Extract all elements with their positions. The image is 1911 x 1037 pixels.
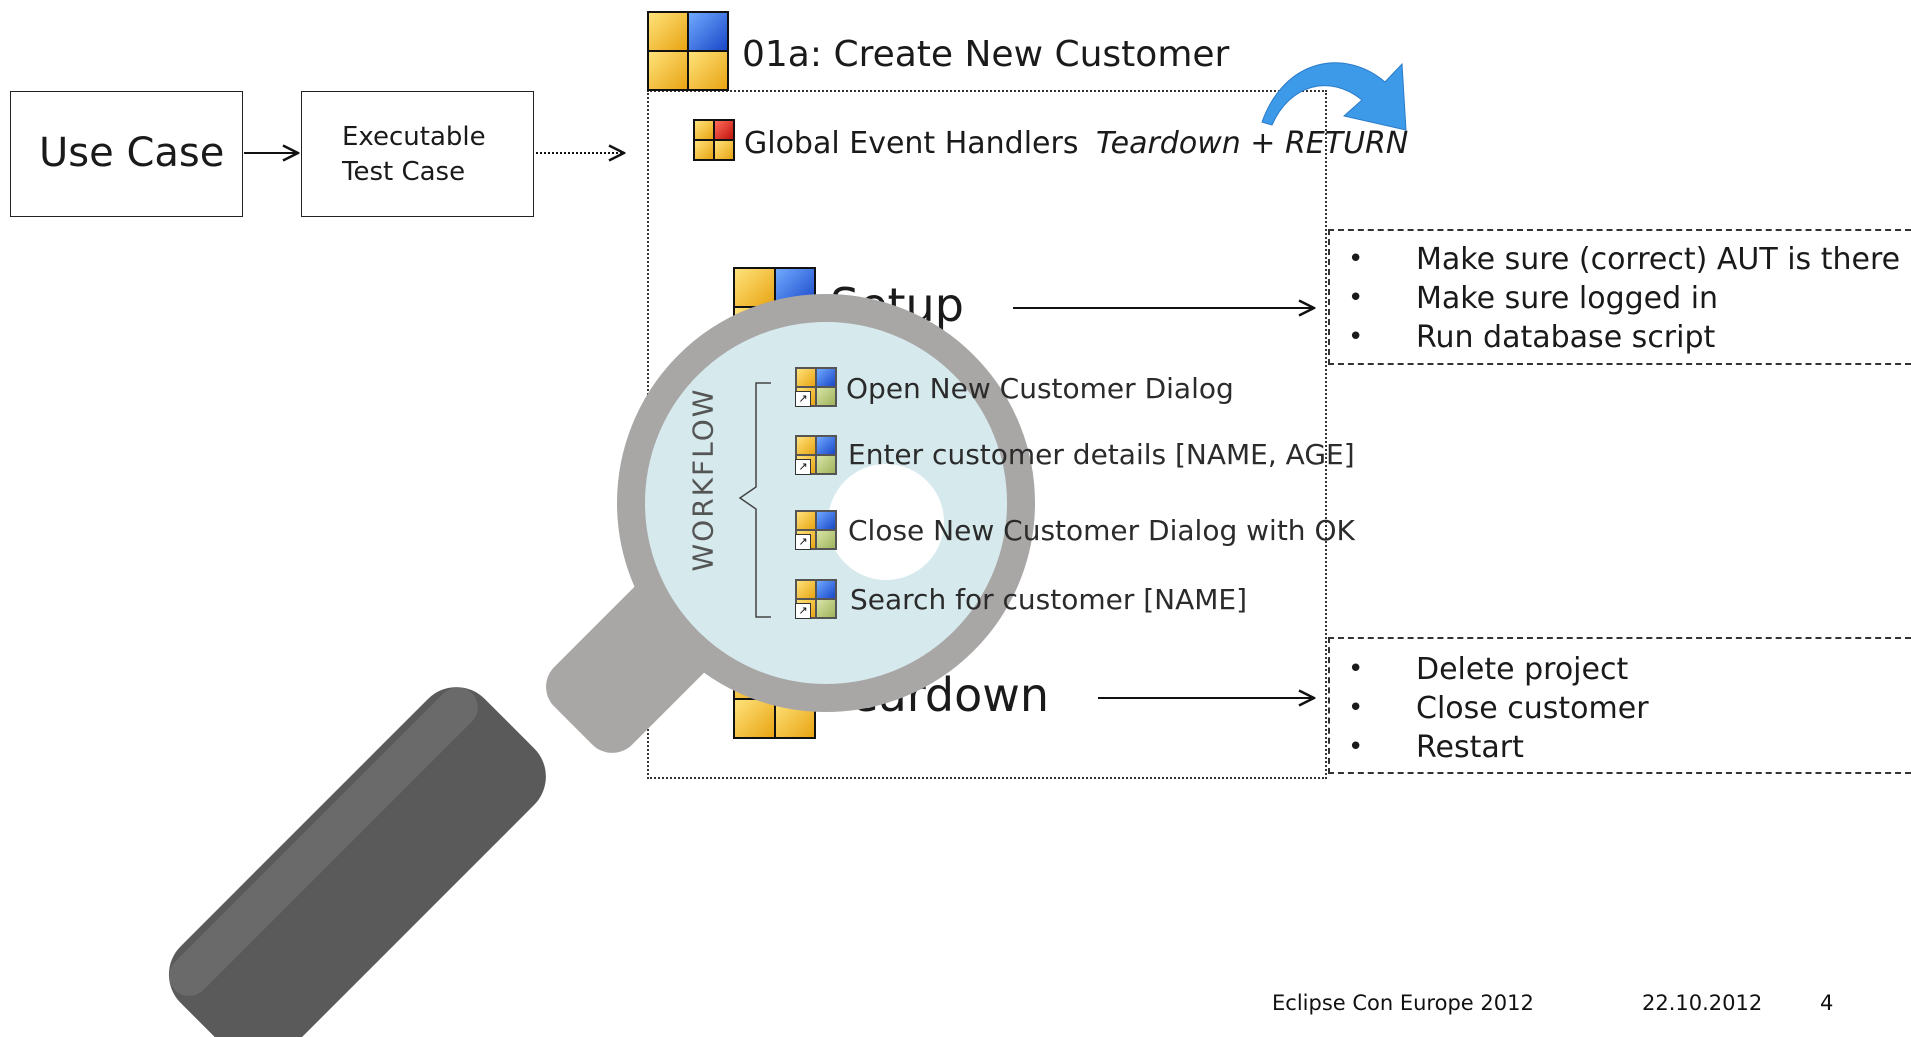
event-handlers-name: Global Event Handlers bbox=[744, 126, 1079, 161]
event-handlers-label: Global Event Handlers Teardown + RETURN bbox=[744, 126, 1408, 161]
teardown-note: Restart bbox=[1336, 728, 1649, 767]
teardown-notes-list: Delete project Close customer Restart bbox=[1336, 650, 1649, 767]
workflow-step: Search for customer [NAME] bbox=[850, 583, 1248, 616]
workflow-step: Enter customer details [NAME, AGE] bbox=[848, 438, 1355, 471]
use-case-label: Use Case bbox=[39, 130, 225, 176]
reference-arrow-icon: ↗ bbox=[795, 534, 811, 550]
event-handler-icon bbox=[693, 119, 735, 161]
setup-note: Make sure logged in bbox=[1336, 279, 1900, 318]
footer-page-number: 4 bbox=[1820, 991, 1834, 1015]
reference-arrow-icon: ↗ bbox=[795, 459, 811, 475]
reference-arrow-icon: ↗ bbox=[795, 391, 811, 407]
reference-arrow-icon: ↗ bbox=[795, 603, 811, 619]
workflow-step: Open New Customer Dialog bbox=[846, 372, 1234, 405]
test-case-icon bbox=[647, 11, 729, 91]
test-step-icon: ↗ bbox=[795, 579, 837, 619]
teardown-note: Delete project bbox=[1336, 650, 1649, 689]
test-step-icon: ↗ bbox=[795, 435, 837, 475]
setup-note: Make sure (correct) AUT is there bbox=[1336, 240, 1900, 279]
setup-notes-list: Make sure (correct) AUT is there Make su… bbox=[1336, 240, 1900, 357]
test-step-icon: ↗ bbox=[795, 367, 837, 407]
executable-test-case-label: Executable Test Case bbox=[342, 122, 486, 187]
workflow-step: Close New Customer Dialog with OK bbox=[848, 514, 1355, 547]
workflow-label: WORKFLOW bbox=[686, 387, 720, 572]
teardown-note: Close customer bbox=[1336, 689, 1649, 728]
teardown-notes-box bbox=[1328, 637, 1911, 774]
footer-event: Eclipse Con Europe 2012 bbox=[1272, 991, 1534, 1015]
footer-date: 22.10.2012 bbox=[1642, 991, 1763, 1015]
use-case-box: Use Case bbox=[10, 91, 243, 217]
test-case-title: 01a: Create New Customer bbox=[742, 34, 1230, 75]
setup-notes-box bbox=[1328, 229, 1911, 365]
curved-arrow-icon bbox=[1261, 62, 1407, 131]
executable-test-case-box: Executable Test Case bbox=[301, 91, 534, 217]
setup-note: Run database script bbox=[1336, 318, 1900, 357]
test-step-icon: ↗ bbox=[795, 510, 837, 550]
event-handlers-detail: Teardown + RETURN bbox=[1096, 126, 1409, 161]
